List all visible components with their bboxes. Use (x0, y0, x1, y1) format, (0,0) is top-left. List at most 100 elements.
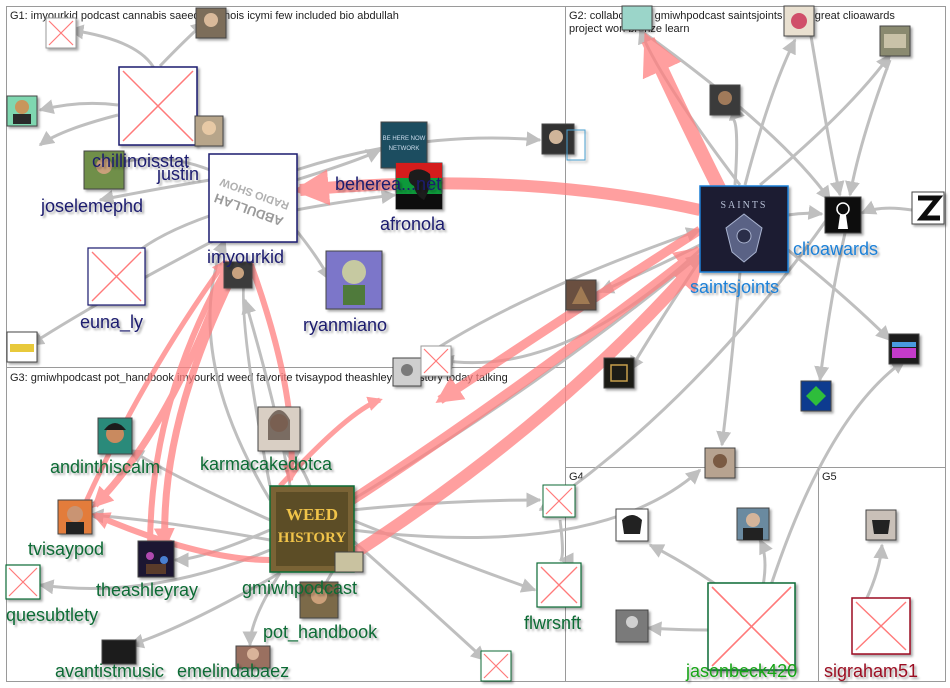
node-pot_handbook[interactable] (299, 581, 339, 619)
missing-image-icon (711, 586, 792, 667)
node-small-avatar-17[interactable] (615, 508, 649, 542)
node-small-avatar-8[interactable] (783, 5, 815, 37)
edge (242, 572, 282, 647)
missing-image-icon (122, 70, 194, 142)
node-label: tvisaypod (28, 539, 104, 559)
logo-icon (892, 348, 916, 358)
node-euna_ly[interactable] (87, 247, 146, 306)
node-small-avatar-3[interactable] (6, 331, 38, 363)
node-behereandnownet[interactable]: BE HERE NOW NETWORK (380, 121, 428, 169)
node-small-avatar-11[interactable] (911, 191, 945, 225)
cartoon-icon (622, 515, 642, 534)
edge (558, 519, 574, 568)
nodes: ABDULLAH RADIO SHOW BE HERE NOW NETWORK (5, 5, 945, 682)
group-box-g5 (818, 467, 946, 682)
node-joselemephd[interactable] (83, 150, 125, 190)
edge (351, 518, 537, 593)
cartoon-icon (872, 520, 890, 534)
node-sigraham51[interactable] (851, 597, 911, 655)
person-avatar-icon (96, 158, 112, 174)
node-andinthiscalm[interactable] (97, 417, 133, 455)
node-label: euna_ly (80, 312, 143, 333)
edge (435, 226, 703, 404)
node-label: justin (156, 164, 199, 184)
node-tvisaypod[interactable] (57, 499, 93, 535)
node-label: afronola (380, 214, 446, 234)
person-avatar-icon (718, 91, 732, 105)
person-avatar-icon (401, 364, 413, 376)
group-boxes (6, 6, 946, 682)
node-jasonbeck420[interactable] (707, 582, 796, 671)
node-small-avatar-1[interactable] (195, 7, 227, 39)
edge (128, 571, 281, 649)
edge (759, 53, 892, 187)
node-small-avatar-20[interactable] (865, 509, 897, 541)
svg-text:HISTORY: HISTORY (278, 530, 347, 546)
edge (77, 259, 228, 517)
node-gmiwhpodcast[interactable]: WEED HISTORY (269, 485, 364, 573)
red-edges (77, 32, 727, 563)
node-small-avatar-4[interactable] (223, 261, 253, 289)
node-afronola[interactable] (395, 162, 443, 210)
node-small-missing-1[interactable] (45, 17, 77, 49)
edge (808, 29, 845, 197)
node-label: jasonbeck420 (685, 661, 797, 681)
node-flwrsnft[interactable] (536, 562, 582, 608)
edge (787, 204, 824, 220)
node-small-avatar-2[interactable] (6, 95, 38, 127)
edge (38, 548, 271, 595)
edge (68, 24, 157, 71)
node-justin[interactable] (194, 115, 224, 147)
shelf-icon (884, 34, 906, 48)
node-small-avatar-12[interactable] (565, 279, 597, 311)
node-label: joselemephd (40, 196, 143, 216)
node-label: pot_handbook (263, 622, 378, 643)
node-small-missing-4[interactable] (480, 650, 512, 682)
node-clioawards[interactable] (824, 196, 862, 234)
node-small-avatar-14[interactable] (888, 333, 920, 365)
person-avatar-icon (713, 454, 727, 468)
node-small-avatar-5[interactable] (392, 357, 422, 387)
node-small-avatar-7[interactable] (621, 5, 653, 31)
node-small-avatar-18[interactable] (736, 507, 770, 541)
group-title-g2: G2: collaborative gmiwhpodcast saintsjoi… (569, 10, 898, 35)
node-small-missing-2[interactable] (420, 345, 452, 377)
node-emelindabaez[interactable] (235, 645, 271, 669)
person-avatar-icon (232, 267, 244, 279)
node-small-avatar-16[interactable] (704, 447, 736, 479)
person-avatar-icon (204, 13, 218, 27)
node-label: karmacakedotca (200, 454, 333, 474)
node-avantistmusic[interactable] (101, 639, 137, 665)
missing-image-icon (855, 601, 907, 651)
node-saintsjoints[interactable]: SAINTS (699, 185, 789, 273)
missing-image-icon (540, 566, 578, 604)
node-ryanmiano[interactable] (325, 250, 383, 310)
missing-image-icon (545, 487, 573, 515)
edge (38, 99, 119, 115)
node-small-missing-3[interactable] (542, 484, 576, 518)
edge (88, 508, 271, 542)
logo-icon (791, 13, 807, 29)
edge (98, 178, 211, 205)
missing-image-icon (8, 567, 38, 597)
node-small-avatar-6[interactable] (541, 123, 586, 161)
node-quesubtlety[interactable] (5, 564, 41, 600)
node-chillinoisstate[interactable] (118, 66, 198, 146)
node-theashleyray[interactable] (137, 540, 175, 578)
edge (349, 246, 705, 505)
edge (351, 492, 542, 512)
node-small-avatar-15[interactable] (800, 380, 832, 412)
edge (814, 232, 847, 382)
logo-icon (610, 364, 628, 382)
person-avatar-icon (67, 506, 83, 522)
node-imyourkid[interactable]: ABDULLAH RADIO SHOW (208, 153, 298, 243)
node-small-avatar-19[interactable] (615, 609, 649, 643)
node-karmacakedotca[interactable] (257, 406, 301, 452)
node-small-avatar-9[interactable] (879, 25, 911, 57)
node-small-avatar-13[interactable] (603, 357, 635, 389)
node-small-avatar-10[interactable] (709, 84, 741, 116)
group-title-g3: G3: gmiwhpodcast pot_handbook imyourkid … (10, 372, 508, 384)
person-avatar-icon (202, 121, 216, 135)
edge (153, 260, 244, 550)
